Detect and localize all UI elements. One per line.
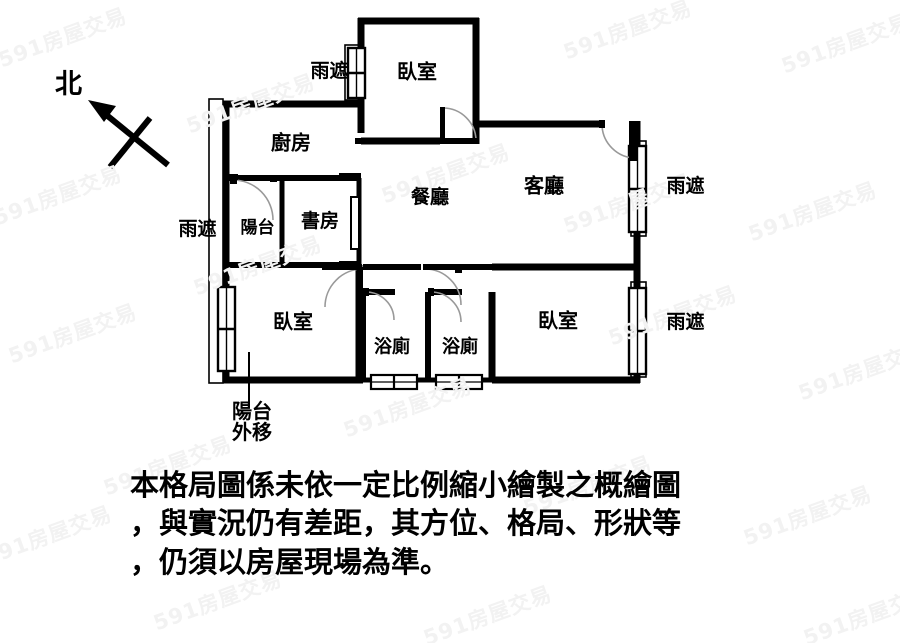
disclaimer-caption: 本格局圖係未依一定比例縮小繪製之概繪圖 ，與實況仍有差距，其方位、格局、形狀等 …: [130, 466, 770, 581]
annotation-awning-top: 雨遮: [310, 59, 349, 82]
window-bathroom-2: [434, 373, 484, 391]
annotation-balcony-relocated: 陽台 外移: [232, 398, 272, 444]
window-bedroom-right: [627, 286, 648, 376]
window-bathroom-1: [369, 373, 419, 391]
room-label-living: 客廳: [524, 173, 564, 198]
caption-line-1: 本格局圖係未依一定比例縮小繪製之概繪圖: [130, 468, 682, 502]
caption-line-3: ，仍須以房屋現場為準。: [130, 544, 450, 579]
annotation-balcony-relocated-line2: 外移: [232, 420, 272, 444]
door-balcony: [230, 175, 277, 221]
room-label-bedroom-left: 臥室: [273, 309, 313, 334]
door-entry: [599, 120, 637, 161]
room-label-study: 書房: [300, 209, 340, 232]
room-label-bedroom-right: 臥室: [538, 308, 578, 333]
room-label-dining: 餐廳: [410, 185, 450, 208]
wall-stubs: [228, 138, 371, 267]
annotation-awning-right-lower: 雨遮: [666, 310, 705, 333]
annotation-awning-right-upper: 雨遮: [666, 174, 705, 197]
window-bedroom-top: [346, 46, 367, 100]
north-arrow-icon: [88, 100, 170, 169]
door-bedroom-right: [423, 264, 463, 306]
annotation-balcony-relocated-line1: 陽台: [232, 398, 272, 423]
room-label-bathroom-2: 浴廁: [442, 336, 478, 358]
window-bedroom-left: [216, 285, 237, 373]
window-living-room: [627, 144, 648, 234]
room-label-kitchen: 廚房: [271, 130, 311, 155]
window-study: [350, 196, 360, 250]
room-label-bedroom-top: 臥室: [397, 59, 437, 84]
caption-line-2: ，與實況仍有差距，其方位、格局、形狀等: [130, 506, 682, 541]
door-bedroom-top: [438, 107, 478, 144]
north-label: 北: [55, 69, 82, 100]
door-bathroom-1: [363, 288, 395, 321]
annotation-awning-left: 雨遮: [178, 217, 217, 240]
room-label-balcony: 陽台: [240, 217, 275, 238]
room-label-bathroom-1: 浴廁: [374, 336, 410, 358]
